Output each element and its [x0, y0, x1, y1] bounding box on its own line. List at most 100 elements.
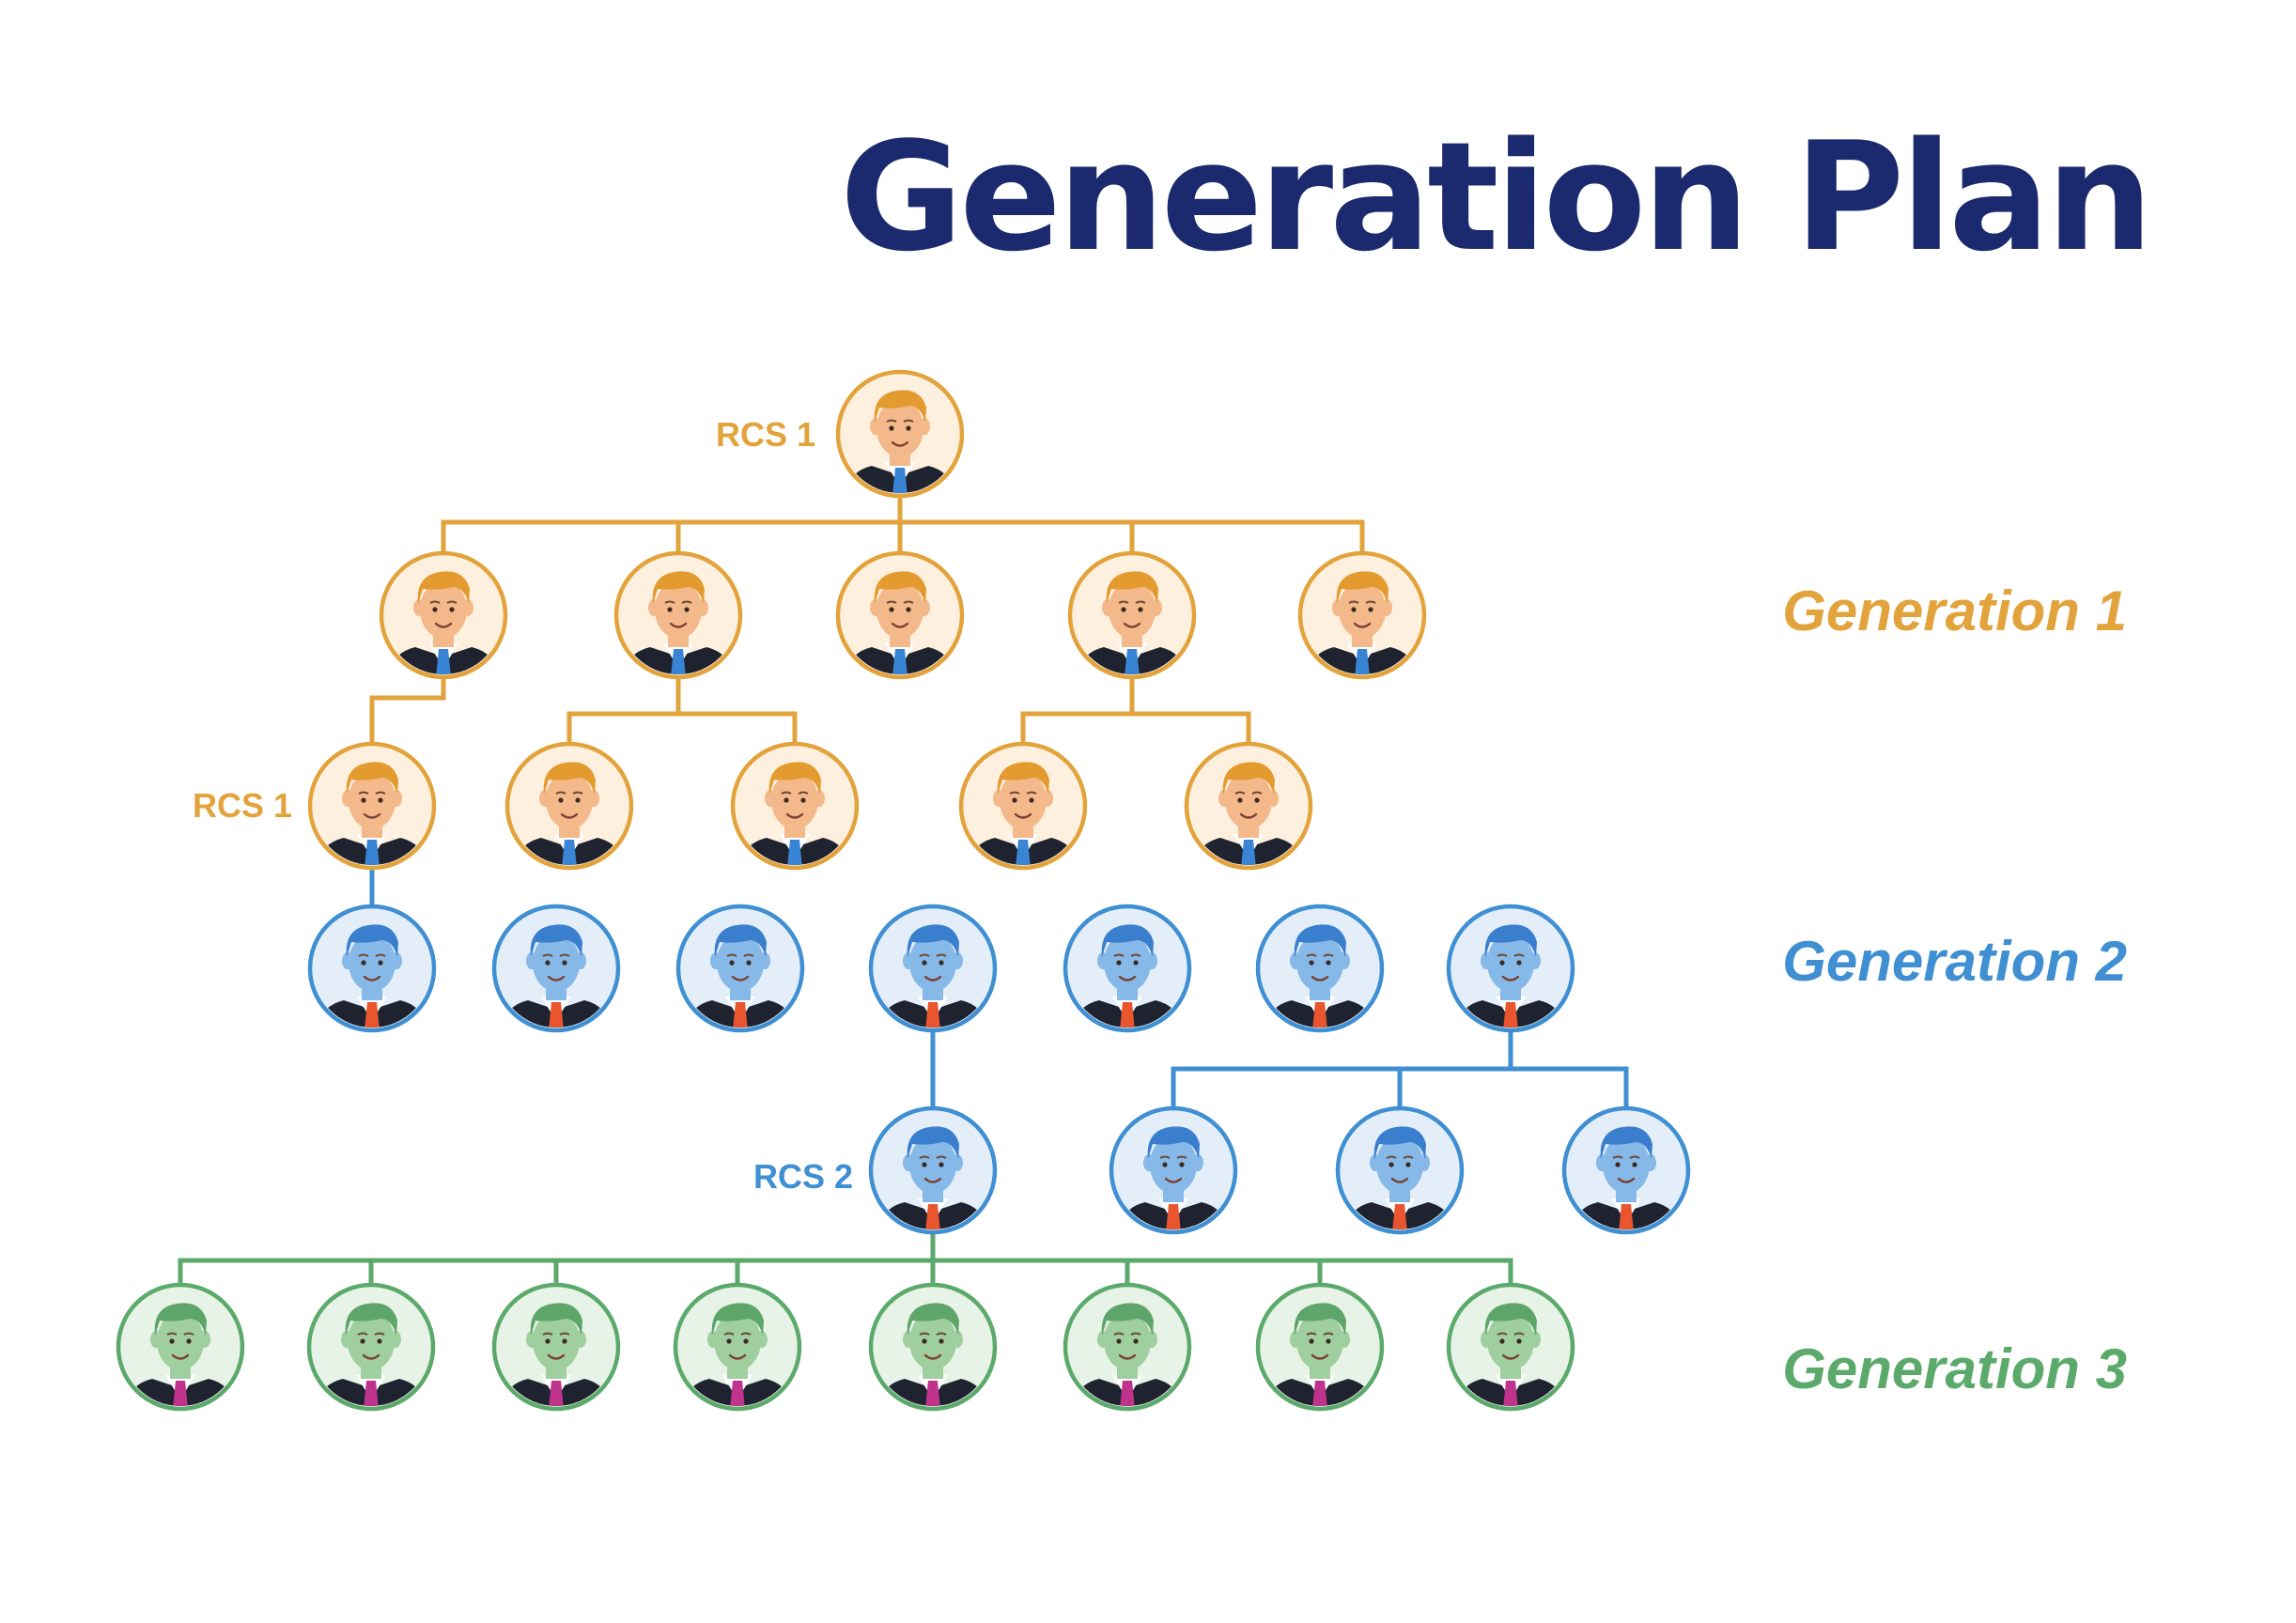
hair-icon	[530, 1303, 582, 1336]
hair-icon	[1106, 571, 1158, 604]
avatar-ring	[730, 741, 860, 871]
connector-g2-r6	[1171, 1030, 1629, 1108]
person-node-g1-c0	[307, 741, 437, 871]
face-icon	[348, 1312, 395, 1370]
person-icon	[1304, 571, 1420, 674]
avatar-ring	[307, 904, 437, 1033]
connector-g1-root	[441, 496, 1365, 553]
person-node-g2-r3	[868, 904, 998, 1033]
avatar-ring	[958, 741, 1088, 871]
tie-icon	[671, 649, 686, 674]
face-icon	[1000, 771, 1047, 829]
face-icon	[714, 1312, 761, 1370]
connector-g1-a1	[566, 677, 798, 744]
person-node-g1-root	[835, 369, 965, 499]
tie-icon	[892, 649, 908, 674]
tie-icon	[173, 1381, 188, 1406]
person-node-g2-r4	[1063, 904, 1192, 1033]
face-icon	[1296, 934, 1343, 992]
face-icon	[1150, 1136, 1197, 1194]
hair-icon	[714, 924, 767, 957]
person-node-g1-c3	[958, 741, 1088, 871]
avatar-ring	[1446, 1282, 1575, 1412]
hair-icon	[1222, 762, 1275, 795]
person-node-g2-m0	[868, 1105, 998, 1235]
hair-icon	[1294, 1303, 1346, 1336]
avatar-ring	[1561, 1105, 1691, 1235]
person-node-g2-m1	[1109, 1105, 1238, 1235]
hair-icon	[711, 1303, 764, 1336]
avatar-ring	[1255, 904, 1385, 1033]
hair-icon	[1484, 1303, 1537, 1336]
face-icon	[877, 399, 923, 457]
tie-icon	[925, 1204, 940, 1229]
face-icon	[157, 1312, 204, 1370]
hair-icon	[346, 762, 398, 795]
hair-icon	[652, 571, 705, 604]
person-node-g3-b5	[1063, 1282, 1192, 1412]
hair-icon	[154, 1303, 207, 1336]
person-node-g3-b7	[1446, 1282, 1575, 1412]
avatar-ring	[835, 369, 965, 499]
hair-icon	[345, 1303, 397, 1336]
face-icon	[655, 580, 702, 639]
rcs-label-1: RCS 1	[193, 786, 292, 825]
page-title: Generation Plan	[840, 109, 2153, 285]
person-icon	[1452, 924, 1569, 1028]
person-node-g1-c2	[730, 741, 860, 871]
person-node-g1-a1	[613, 550, 743, 680]
hair-icon	[907, 924, 959, 957]
avatar-ring	[116, 1282, 245, 1412]
person-node-g2-r0	[307, 904, 437, 1033]
tie-icon	[1503, 1002, 1518, 1028]
face-icon	[349, 934, 396, 992]
face-icon	[717, 934, 764, 992]
person-icon	[1342, 1126, 1458, 1229]
tie-icon	[1120, 1002, 1135, 1028]
avatar-ring	[1067, 550, 1197, 680]
hair-icon	[530, 924, 582, 957]
person-nodes	[116, 369, 1691, 1412]
tie-icon	[1503, 1381, 1518, 1406]
tie-icon	[1120, 1381, 1135, 1406]
tie-icon	[925, 1002, 940, 1028]
person-node-g1-c1	[504, 741, 634, 871]
connector-g2-m0	[178, 1232, 1513, 1285]
tie-icon	[1312, 1381, 1327, 1406]
connector-lines	[178, 496, 1629, 1285]
avatar-ring	[491, 1282, 621, 1412]
avatar-ring	[1109, 1105, 1238, 1235]
face-icon	[420, 580, 467, 639]
tie-icon	[787, 840, 802, 865]
person-node-g2-r1	[491, 904, 621, 1033]
tie-icon	[549, 1002, 564, 1028]
tie-icon	[1241, 840, 1256, 865]
person-node-g3-b2	[491, 1282, 621, 1412]
hair-icon	[907, 1126, 959, 1159]
tie-icon	[925, 1381, 940, 1406]
tie-icon	[1392, 1204, 1407, 1229]
person-node-g2-m3	[1561, 1105, 1691, 1235]
hair-icon	[874, 390, 926, 423]
hair-icon	[1336, 571, 1388, 604]
avatar-ring	[1255, 1282, 1385, 1412]
hair-icon	[1147, 1126, 1200, 1159]
tie-icon	[365, 840, 380, 865]
face-icon	[1296, 1312, 1343, 1370]
tie-icon	[549, 1381, 564, 1406]
person-node-g1-a2	[835, 550, 965, 680]
rcs-label-0: RCS 1	[716, 415, 815, 454]
generation-3-label: Generation 3	[1782, 1337, 2127, 1400]
avatar-ring	[504, 741, 634, 871]
hair-icon	[874, 571, 926, 604]
avatar-ring	[1184, 741, 1313, 871]
person-node-g3-b4	[868, 1282, 998, 1412]
person-node-g3-b1	[306, 1282, 436, 1412]
face-icon	[1487, 1312, 1534, 1370]
hair-icon	[1484, 924, 1537, 957]
avatar-ring	[868, 1282, 998, 1412]
person-node-g2-r5	[1255, 904, 1385, 1033]
avatar-ring	[613, 550, 743, 680]
hair-icon	[1373, 1126, 1426, 1159]
